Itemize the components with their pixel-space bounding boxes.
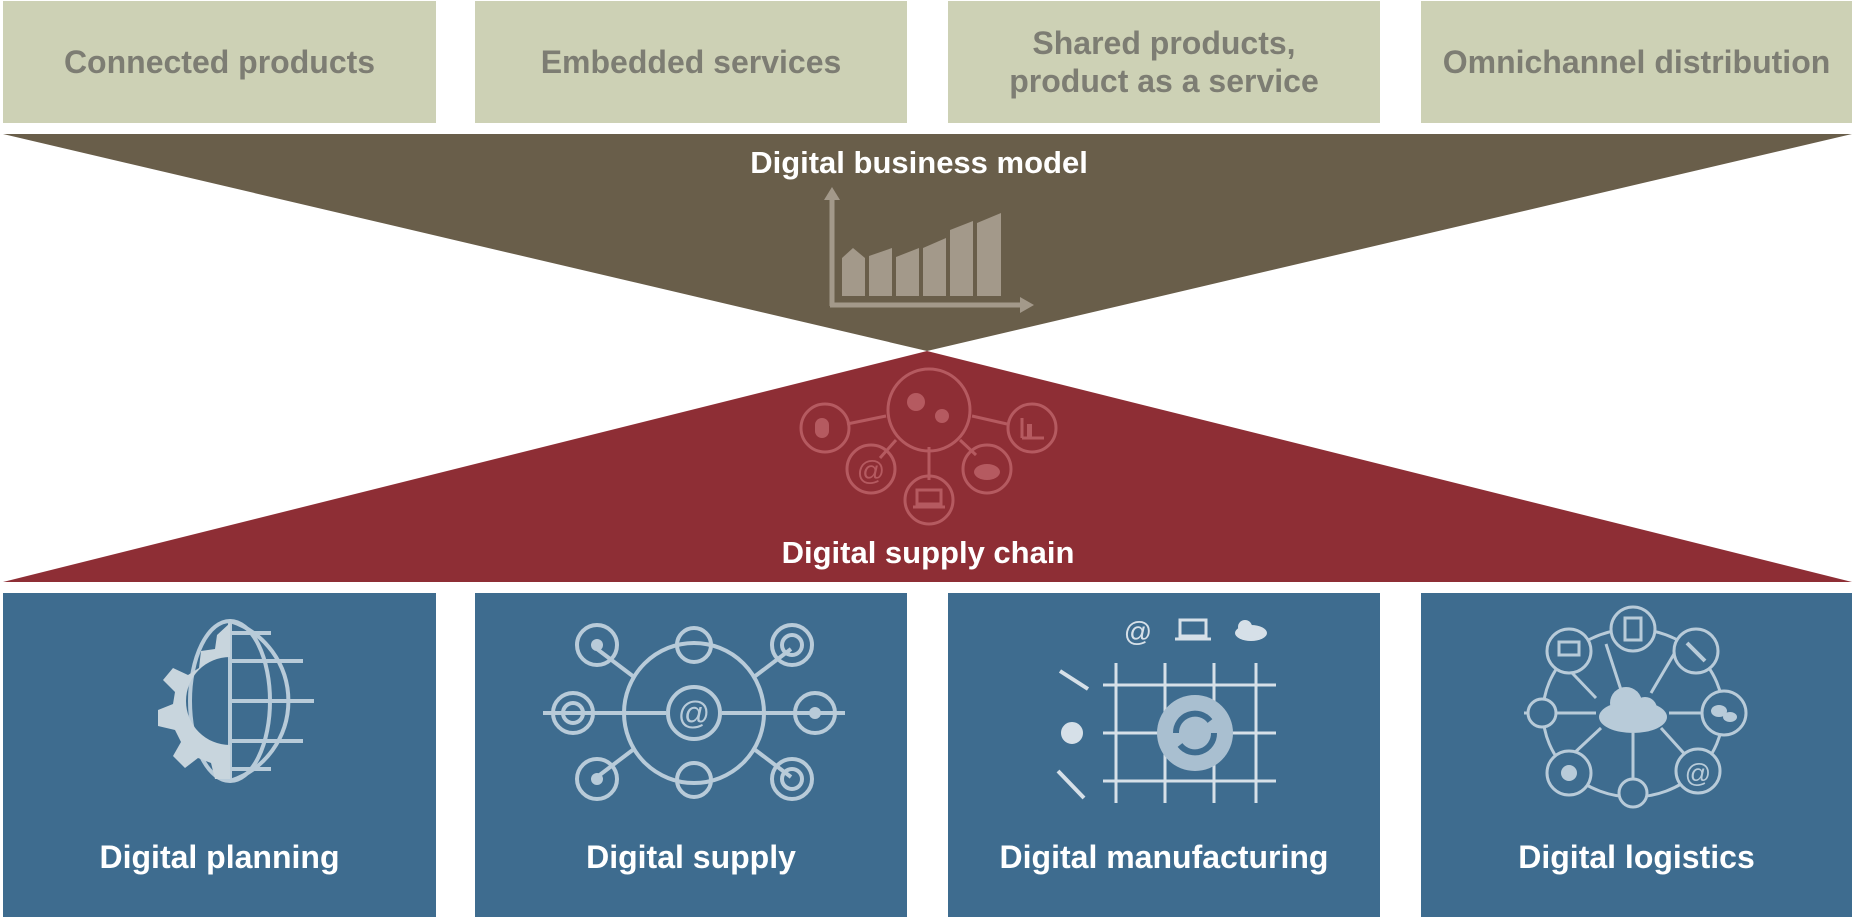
business-model-triangle xyxy=(3,134,1852,351)
bottom-box-label: Digital planning xyxy=(99,839,340,875)
top-box-label: Shared products, product as a service xyxy=(1009,25,1319,99)
bottom-box-digital-logistics: @ Digital logistics xyxy=(1421,593,1852,917)
business-model-label: Digital business model xyxy=(750,145,1088,180)
top-box-embedded-services: Embedded services xyxy=(475,1,907,123)
top-box-label: Connected products xyxy=(63,44,376,80)
svg-text:@: @ xyxy=(857,455,885,486)
manufacturing-grid-icon: @ xyxy=(1056,616,1276,803)
bottom-box-label: Digital logistics xyxy=(1518,839,1755,875)
top-box-shared-products: Shared products, product as a service xyxy=(948,1,1380,123)
cloud-network-icon: @ xyxy=(1524,605,1748,809)
bottom-box-label: Digital manufacturing xyxy=(999,839,1329,875)
top-box-label: Embedded services xyxy=(540,44,842,80)
bottom-box-digital-supply: @ Digital supply xyxy=(475,593,907,917)
network-hub-icon: @ xyxy=(799,367,1058,526)
bottom-box-digital-manufacturing: @ Digital manufacturing xyxy=(948,593,1380,917)
svg-text:@: @ xyxy=(1685,758,1711,788)
network-hub-icon: @ xyxy=(543,623,845,801)
svg-text:@: @ xyxy=(1124,616,1152,647)
bottom-box-label: Digital supply xyxy=(586,839,796,875)
supply-chain-label: Digital supply chain xyxy=(781,535,1075,570)
top-box-label: Omnichannel distribution xyxy=(1442,44,1831,80)
gear-globe-icon xyxy=(158,619,314,783)
top-box-omnichannel-distribution: Omnichannel distribution xyxy=(1421,1,1852,123)
svg-text:@: @ xyxy=(678,695,710,731)
top-box-connected-products: Connected products xyxy=(3,1,436,123)
bar-chart-icon xyxy=(824,187,1034,313)
bottom-box-digital-planning: Digital planning xyxy=(3,593,436,917)
